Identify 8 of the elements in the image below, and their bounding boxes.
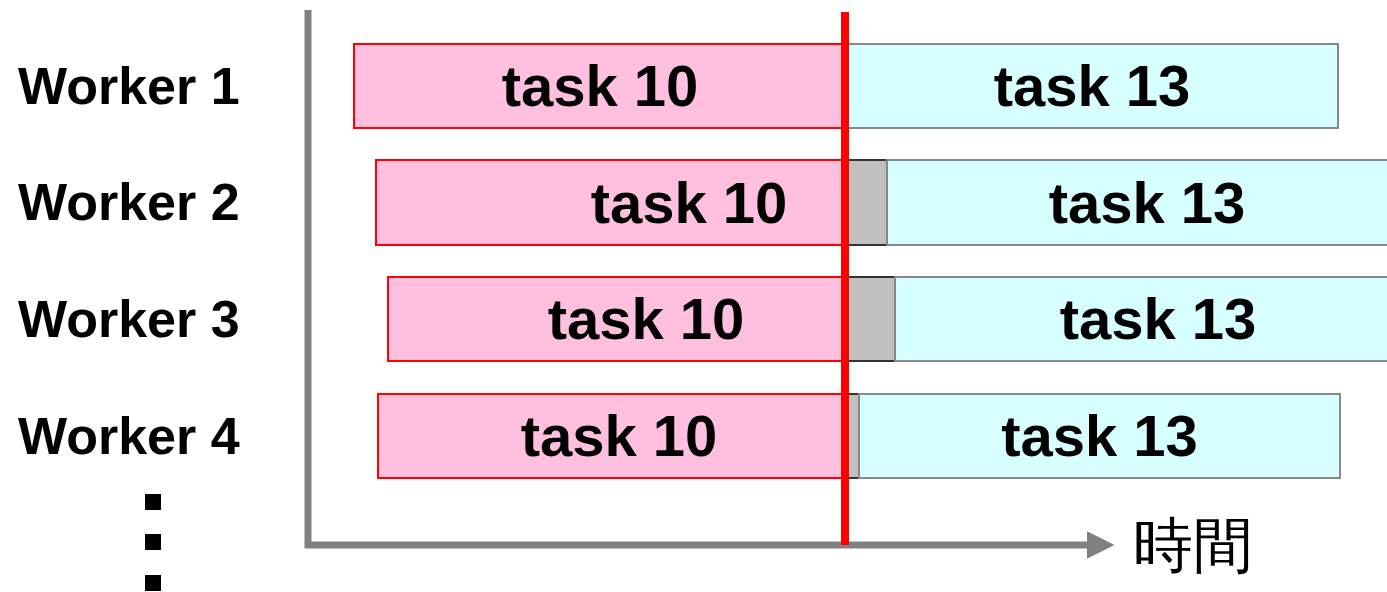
axis-label: 時間: [1133, 515, 1253, 575]
task-bar: task 13: [858, 393, 1341, 479]
task-bar: task 13: [894, 276, 1387, 362]
row-label: Worker 1: [18, 60, 240, 112]
row-label: Worker 4: [18, 410, 240, 462]
row-label: Worker 2: [18, 176, 240, 228]
row-label: Worker 3: [18, 293, 240, 345]
task-bar: task 13: [886, 159, 1387, 246]
